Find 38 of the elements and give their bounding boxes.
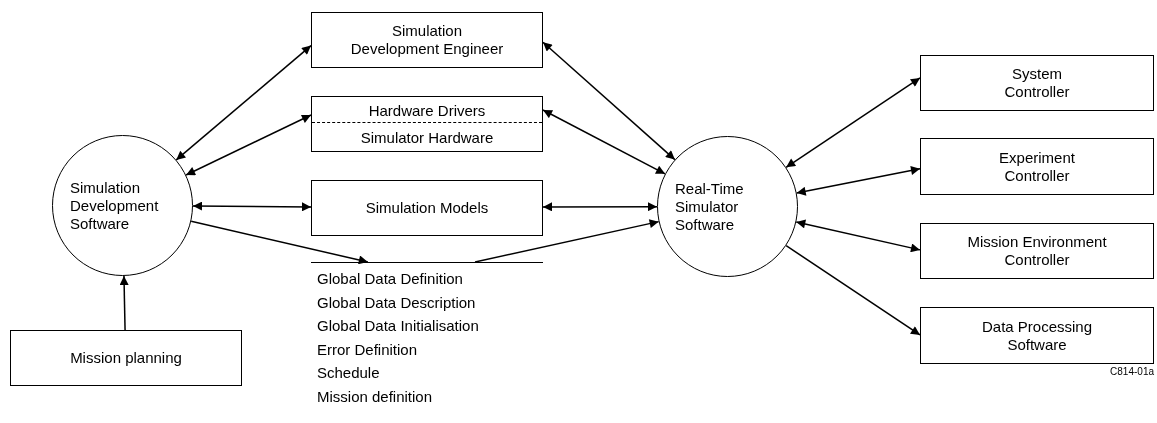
arrow <box>185 114 312 176</box>
arrow <box>542 202 658 212</box>
arrow <box>119 275 129 331</box>
node-label: Mission planning <box>70 349 182 367</box>
process-box <box>10 330 242 386</box>
list-item: Global Data Description <box>317 292 476 313</box>
arrow <box>542 109 666 175</box>
arrow <box>192 201 312 212</box>
node-label: Simulation Development Engineer <box>349 22 505 58</box>
arrow <box>785 244 921 336</box>
arrow <box>175 44 312 161</box>
arrow <box>474 219 660 263</box>
list-item: Schedule <box>317 363 380 383</box>
arrow <box>190 220 369 265</box>
process-box <box>920 223 1154 279</box>
node-label: Simulation Models <box>365 199 489 217</box>
node-label: Simulator Hardware <box>360 128 494 147</box>
node-label: Hardware Drivers <box>368 101 486 120</box>
process-box <box>311 180 543 236</box>
arrow <box>795 166 921 196</box>
node-label: Data Processing Software <box>980 317 1094 354</box>
node-label: Simulation Development Software <box>70 178 160 233</box>
arrow <box>795 219 921 253</box>
arrow <box>542 41 676 161</box>
list-item: Error Definition <box>317 339 418 360</box>
list-item: Mission definition <box>317 386 433 407</box>
process-box <box>920 307 1154 364</box>
node-label: Mission Environment Controller <box>966 233 1108 269</box>
process-box <box>920 138 1154 195</box>
process-box <box>920 55 1154 111</box>
split-process-box <box>311 96 543 152</box>
node-label: Experiment Controller <box>998 148 1076 185</box>
arrow <box>785 77 921 169</box>
node-label: Real-Time Simulator Software <box>675 179 745 234</box>
node-label: System Controller <box>1003 65 1071 101</box>
process-box <box>311 12 543 68</box>
list-item: Global Data Initialisation <box>317 316 479 336</box>
list-item: Global Data Definition <box>317 269 463 289</box>
